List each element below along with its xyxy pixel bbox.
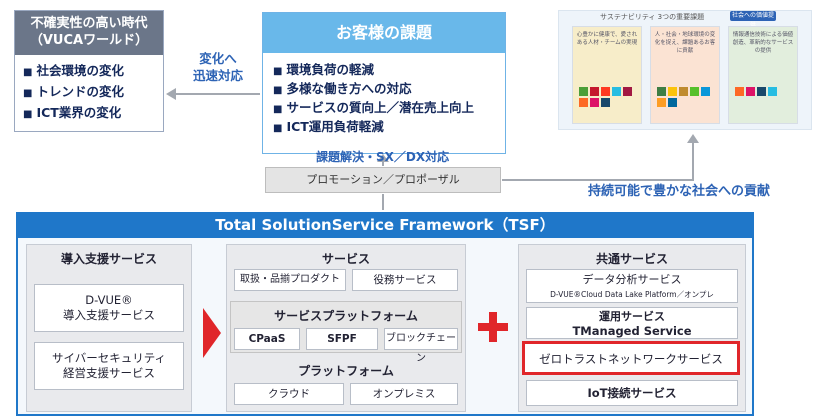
sdg-tile: [690, 87, 699, 96]
issue-solving-label: 課題解決・SX／DX対応: [316, 150, 450, 164]
common-services-title: 共通サービス: [595, 252, 668, 266]
sdg-tile: [668, 98, 677, 107]
sdg-card-1: 心豊かに健康で、愛されある人材・チームの実現: [572, 26, 642, 124]
sdg-tile: [590, 98, 599, 107]
sdg-tile: [746, 87, 755, 96]
sdg-tile: [668, 87, 677, 96]
vuca-item: 社会環境の変化: [23, 61, 163, 82]
plus-icon-bar: [478, 323, 508, 331]
vuca-box: 不確実性の高い時代 （VUCAワールド） 社会環境の変化 トレンドの変化 ICT…: [14, 10, 164, 132]
sustainability-badge: 社会への価値提供: [730, 11, 776, 29]
intro-support-title: 導入支援サービス: [60, 252, 157, 266]
vuca-item: ICT業界の変化: [23, 103, 163, 124]
cybersecurity-box: サイバーセキュリティ 経営支援サービス: [34, 342, 184, 390]
customer-issue-item: ICT運用負荷軽減: [273, 118, 505, 137]
customer-issue-item: サービスの質向上／潜在売上向上: [273, 99, 505, 118]
vuca-item: トレンドの変化: [23, 82, 163, 103]
dvue-intro-box: D-VUE® 導入支援サービス: [34, 284, 184, 332]
red-chevron-icon: [203, 308, 221, 358]
sdg-card-text: 人・社会・地球環境の変化を捉え、課題あるお客に貢献: [654, 32, 716, 54]
platform-title: プラットフォーム: [298, 364, 394, 378]
zero-trust-box: ゼロトラストネットワークサービス: [522, 341, 740, 375]
cpaas-box: CPaaS: [234, 328, 300, 350]
sdg-tile: [735, 87, 744, 96]
sdg-tile: [657, 98, 666, 107]
data-analysis-box: データ分析サービス D-VUE®Cloud Data Lake Platform…: [526, 269, 738, 303]
sdg-tile: [612, 87, 621, 96]
customer-issue-item: 多様な働き方への対応: [273, 80, 505, 99]
blockchain-box: ブロックチェーン: [384, 328, 458, 364]
sdg-card-text: 情報通信技術による価値創造、革新的なサービスの提供: [732, 32, 794, 54]
promotion-box: プロモーション／プロポーザル: [265, 167, 501, 193]
sfpf-box: SFPF: [306, 328, 378, 350]
sustainability-title: サステナビリティ 3つの重要課題: [600, 13, 705, 21]
sustainable-society-label: 持続可能で豊かな社会への貢献: [588, 184, 771, 199]
plus-icon: [478, 312, 508, 342]
customer-issue-item: 環境負荷の軽減: [273, 61, 505, 80]
vuca-title: 不確実性の高い時代 （VUCAワールド）: [15, 11, 163, 55]
vuca-list: 社会環境の変化 トレンドの変化 ICT業界の変化: [15, 61, 163, 124]
tsf-title: Total SolutionService Framework（TSF）: [16, 212, 754, 238]
onpremise-box: オンプレミス: [350, 383, 458, 405]
sdg-card-text: 心豊かに健康で、愛されある人材・チームの実現: [576, 32, 638, 46]
cloud-box: クラウド: [234, 383, 344, 405]
sdg-tile: [601, 87, 610, 96]
operations-service-box: 運用サービス TManaged Service: [526, 307, 738, 339]
sdg-tile: [757, 87, 766, 96]
sdg-tile: [657, 87, 666, 96]
customer-issues-list: 環境負荷の軽減 多様な働き方への対応 サービスの質向上／潜在売上向上 ICT運用…: [263, 61, 505, 137]
sdg-tile: [768, 87, 777, 96]
iot-connection-box: IoT接続サービス: [526, 380, 738, 406]
sdg-tile: [579, 87, 588, 96]
sdg-tile: [601, 98, 610, 107]
sdg-tile: [579, 98, 588, 107]
sdg-card-2: 人・社会・地球環境の変化を捉え、課題あるお客に貢献: [650, 26, 720, 124]
sdg-tile: [679, 87, 688, 96]
customer-issues-title: お客様の課題: [263, 13, 505, 53]
customer-issues-box: お客様の課題 環境負荷の軽減 多様な働き方への対応 サービスの質向上／潜在売上向…: [262, 12, 506, 154]
labor-service-box: 役務サービス: [352, 269, 458, 291]
service-platform-title: サービスプラットフォーム: [274, 309, 418, 323]
sdg-tile: [590, 87, 599, 96]
sdg-tile: [701, 87, 710, 96]
sdg-card-3: 情報通信技術による価値創造、革新的なサービスの提供: [728, 26, 798, 124]
service-title: サービス: [321, 252, 370, 266]
sdg-tile: [623, 87, 632, 96]
change-response-label: 変化へ 迅速対応: [192, 51, 243, 83]
product-box: 取扱・品揃プロダクト: [234, 269, 346, 291]
